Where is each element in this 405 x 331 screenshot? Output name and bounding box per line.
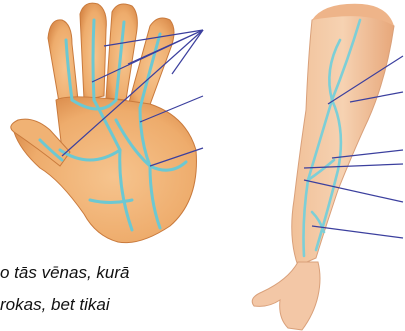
caption-line-2: rokas, bet tikai bbox=[0, 296, 110, 313]
caption-line-1: o tās vēnas, kurā bbox=[0, 264, 129, 281]
hand-veins-illustration bbox=[0, 0, 205, 250]
hand-shape bbox=[11, 3, 197, 243]
arm-veins-illustration bbox=[228, 0, 405, 331]
